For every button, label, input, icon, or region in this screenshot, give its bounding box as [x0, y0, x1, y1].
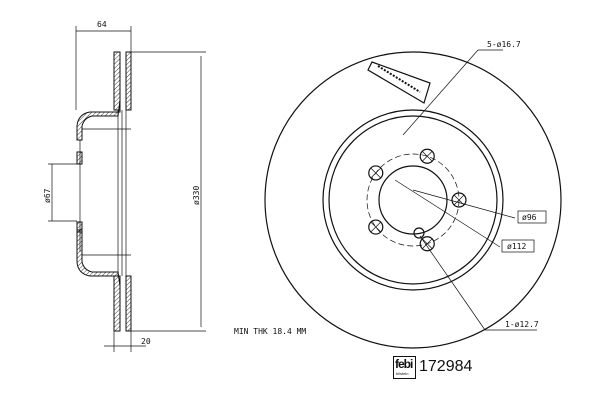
logo-text: febi: [395, 357, 413, 371]
bolt-hole: [419, 148, 435, 164]
bolt-hole: [451, 192, 467, 208]
part-number: 172984: [419, 358, 473, 375]
febi-logo: febi bilstein: [393, 356, 416, 379]
dim-width: 64: [97, 20, 107, 29]
dim-hub-dia: ø67: [43, 188, 52, 203]
label-center-bore: ø96: [522, 213, 537, 222]
bolt-hole: [368, 165, 384, 181]
outer-plate-top: [113, 51, 121, 111]
friction-inner-edge: [322, 109, 504, 291]
outer-edge: [264, 51, 562, 349]
outer-plate-bottom: [113, 275, 121, 332]
hat-top: [76, 99, 121, 141]
inner-plate-top: [125, 51, 132, 111]
bolt-hole: [419, 236, 435, 252]
dim-thickness: 20: [141, 337, 151, 346]
label-bolt-holes: 5-ø16.7: [487, 40, 521, 49]
label-locating-hole: 1-ø12.7: [505, 320, 539, 329]
logo-sub: bilstein: [396, 371, 409, 376]
front-view: 5-ø16.7 ø96 ø112 1-ø12.7: [264, 40, 562, 349]
side-view: 64 ø67 ø330 20: [43, 20, 206, 352]
dim-outer-dia: ø330: [192, 186, 201, 205]
center-bore: [378, 165, 448, 235]
min-thickness-note: MIN THK 18.4 MM: [234, 327, 306, 336]
inner-plate-bottom: [125, 275, 132, 332]
locating-hole: [413, 227, 425, 239]
label-pcd: ø112: [507, 242, 526, 251]
bolt-hole: [368, 219, 384, 235]
